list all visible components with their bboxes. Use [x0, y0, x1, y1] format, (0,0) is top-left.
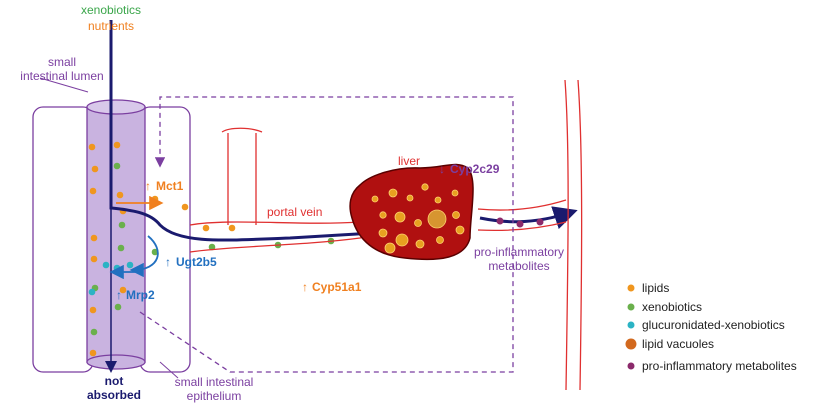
legend-item-xenobiotics: xenobiotics [628, 300, 703, 314]
legend-label-xenobiotics: xenobiotics [642, 300, 702, 314]
liver-shape [350, 164, 473, 259]
legend-swatch-lipid-vacuoles [626, 339, 637, 350]
legend-label-pro-inflammatory: pro-inflammatory metabolites [642, 359, 797, 373]
epithelial-cell-left [33, 107, 93, 372]
legend-swatch-xenobiotics [628, 304, 635, 311]
legend-item-lipid-vacuoles: lipid vacuoles [626, 337, 715, 351]
cyp2c29-down-arrow: ↓ [439, 162, 445, 176]
nutrient-flow-line [111, 20, 390, 240]
mrp2-label: Mrp2 [126, 288, 155, 302]
intestinal-lumen-cylinder [87, 100, 145, 369]
legend-item-pro-inflammatory: pro-inflammatory metabolites [628, 359, 797, 373]
legend-item-glucuronidated: glucuronidated-xenobiotics [628, 318, 785, 332]
epithelium-label-line2: epithelium [187, 389, 242, 403]
epithelium-label-line1: small intestinal [175, 375, 254, 389]
epithelial-cell-right [140, 107, 190, 372]
legend-swatch-glucuronidated [628, 322, 635, 329]
lumen-label-line1: small [48, 55, 76, 69]
nutrients-label: nutrients [88, 19, 134, 33]
portal-vein-label: portal vein [267, 205, 322, 219]
mct1-up-arrow: ↑ [145, 179, 151, 193]
ugt2b5-label: Ugt2b5 [176, 255, 217, 269]
liver-label: liver [398, 154, 420, 168]
systemic-vessels [478, 80, 582, 390]
legend: lipids xenobiotics glucuronidated-xenobi… [626, 281, 797, 373]
lumen-label-line2: intestinal lumen [20, 69, 103, 83]
liver-outflow-arrow [480, 212, 572, 222]
xenobiotics-label: xenobiotics [81, 3, 141, 17]
metabolites-label-line2: metabolites [488, 259, 549, 273]
legend-label-lipids: lipids [642, 281, 669, 295]
legend-item-lipids: lipids [628, 281, 670, 295]
mrp2-up-arrow: ↑ [116, 288, 122, 302]
cyp51a1-up-arrow: ↑ [302, 280, 308, 294]
not-absorbed-line1: not [105, 374, 124, 388]
metabolites-label-line1: pro-inflammatory [474, 245, 564, 259]
ugt2b5-up-arrow: ↑ [165, 255, 171, 269]
cyp51a1-label: Cyp51a1 [312, 280, 362, 294]
legend-swatch-pro-inflammatory [628, 363, 635, 370]
mct1-label: Mct1 [156, 179, 184, 193]
legend-label-lipid-vacuoles: lipid vacuoles [642, 337, 714, 351]
legend-swatch-lipids [628, 285, 635, 292]
cyp2c29-label: Cyp2c29 [450, 162, 500, 176]
legend-label-glucuronidated: glucuronidated-xenobiotics [642, 318, 785, 332]
not-absorbed-line2: absorbed [87, 388, 141, 402]
